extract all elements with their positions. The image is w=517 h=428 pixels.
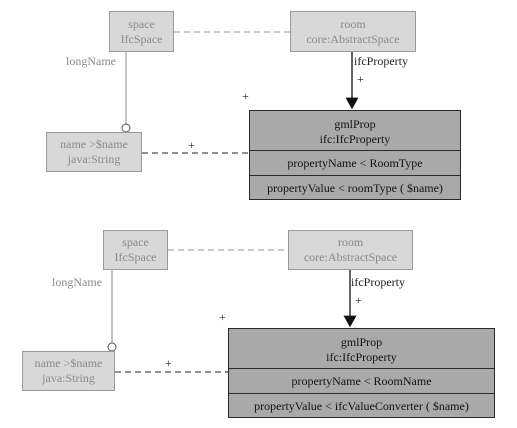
room-title-1: room [340, 16, 366, 31]
space-type-2: IfcSpace [114, 250, 157, 264]
space-type-1: IfcSpace [120, 31, 163, 46]
plus-label-2a: + [355, 293, 362, 307]
gmlprop-row-value-2: propertyValue < ifcValueConverter ( $nam… [254, 399, 469, 413]
gmlprop-node-2: gmlProp ifc:IfcProperty propertyName < R… [228, 328, 495, 418]
longname-label-2: longName [52, 275, 102, 289]
name-node-1: name >$name java:String [46, 132, 142, 172]
gmlprop-type-2: ifc:IfcProperty [326, 349, 397, 364]
gmlprop-type-1: ifc:IfcProperty [319, 131, 391, 146]
space-title-2: space [122, 235, 149, 249]
plus-label-1a: + [357, 72, 364, 86]
name-type-2: java:String [42, 371, 95, 385]
space-title-1: space [128, 16, 155, 31]
gmlprop-header-2: gmlProp ifc:IfcProperty [229, 329, 494, 369]
gmlprop-row-value-1: propertyValue < roomType ( $name) [267, 181, 443, 195]
gmlprop-title-2: gmlProp [340, 334, 383, 349]
plus-label-2c: + [165, 356, 172, 370]
name-title-2: name >$name [34, 356, 103, 370]
ifcproperty-label-1: ifcProperty [354, 54, 408, 68]
gmlprop-title-1: gmlProp [334, 116, 376, 131]
longname-end-1 [121, 123, 131, 133]
longname-end-2 [107, 342, 117, 352]
room-type-1: core:AbstractSpace [306, 31, 400, 46]
gmlprop-row-name-1: propertyName < RoomType [250, 151, 460, 176]
plus-label-2b: + [219, 310, 226, 324]
name-type-1: java:String [67, 152, 121, 166]
room-node-2: room core:AbstractSpace [288, 230, 413, 270]
longname-label-1: longName [66, 54, 116, 68]
space-node-1: space IfcSpace [109, 11, 174, 52]
name-node-2: name >$name java:String [22, 351, 115, 391]
name-title-1: name >$name [60, 137, 128, 151]
room-type-2: core:AbstractSpace [303, 250, 398, 264]
room-title-2: room [337, 235, 364, 249]
ifcproperty-label-2: ifcProperty [351, 275, 405, 289]
room-node-1: room core:AbstractSpace [290, 11, 416, 52]
space-node-2: space IfcSpace [103, 230, 168, 270]
gmlprop-row-name-2: propertyName < RoomName [229, 369, 494, 394]
plus-label-1c: + [188, 138, 195, 152]
gmlprop-header-1: gmlProp ifc:IfcProperty [250, 111, 460, 151]
gmlprop-node-1: gmlProp ifc:IfcProperty propertyName < R… [249, 110, 461, 200]
plus-label-1b: + [242, 89, 249, 103]
